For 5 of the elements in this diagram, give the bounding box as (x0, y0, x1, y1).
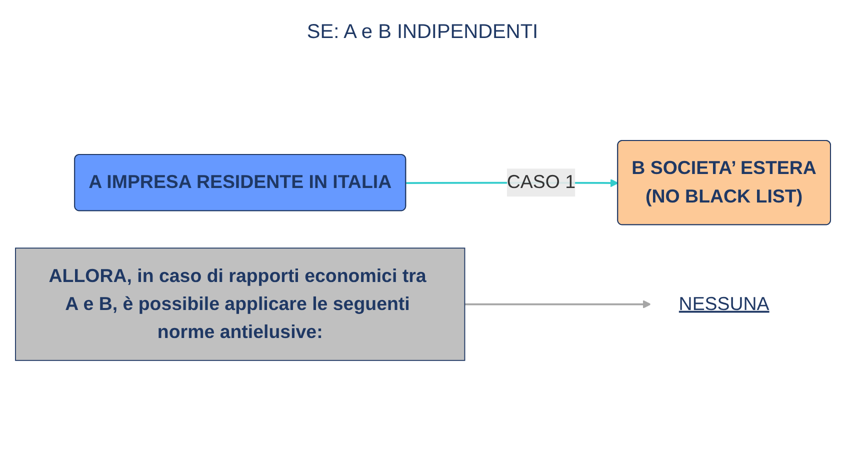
edge-label: CASO 1 (506, 172, 576, 192)
condition-text: SE: A e B INDIPENDENTI (306, 21, 538, 43)
node-box: ALLORA, in caso di rapporti economici tra A e B, è possibile applicare le seguenti norme antielusive: (14, 247, 465, 360)
node-text: NESSUNA (678, 294, 769, 314)
arrow (464, 300, 651, 308)
